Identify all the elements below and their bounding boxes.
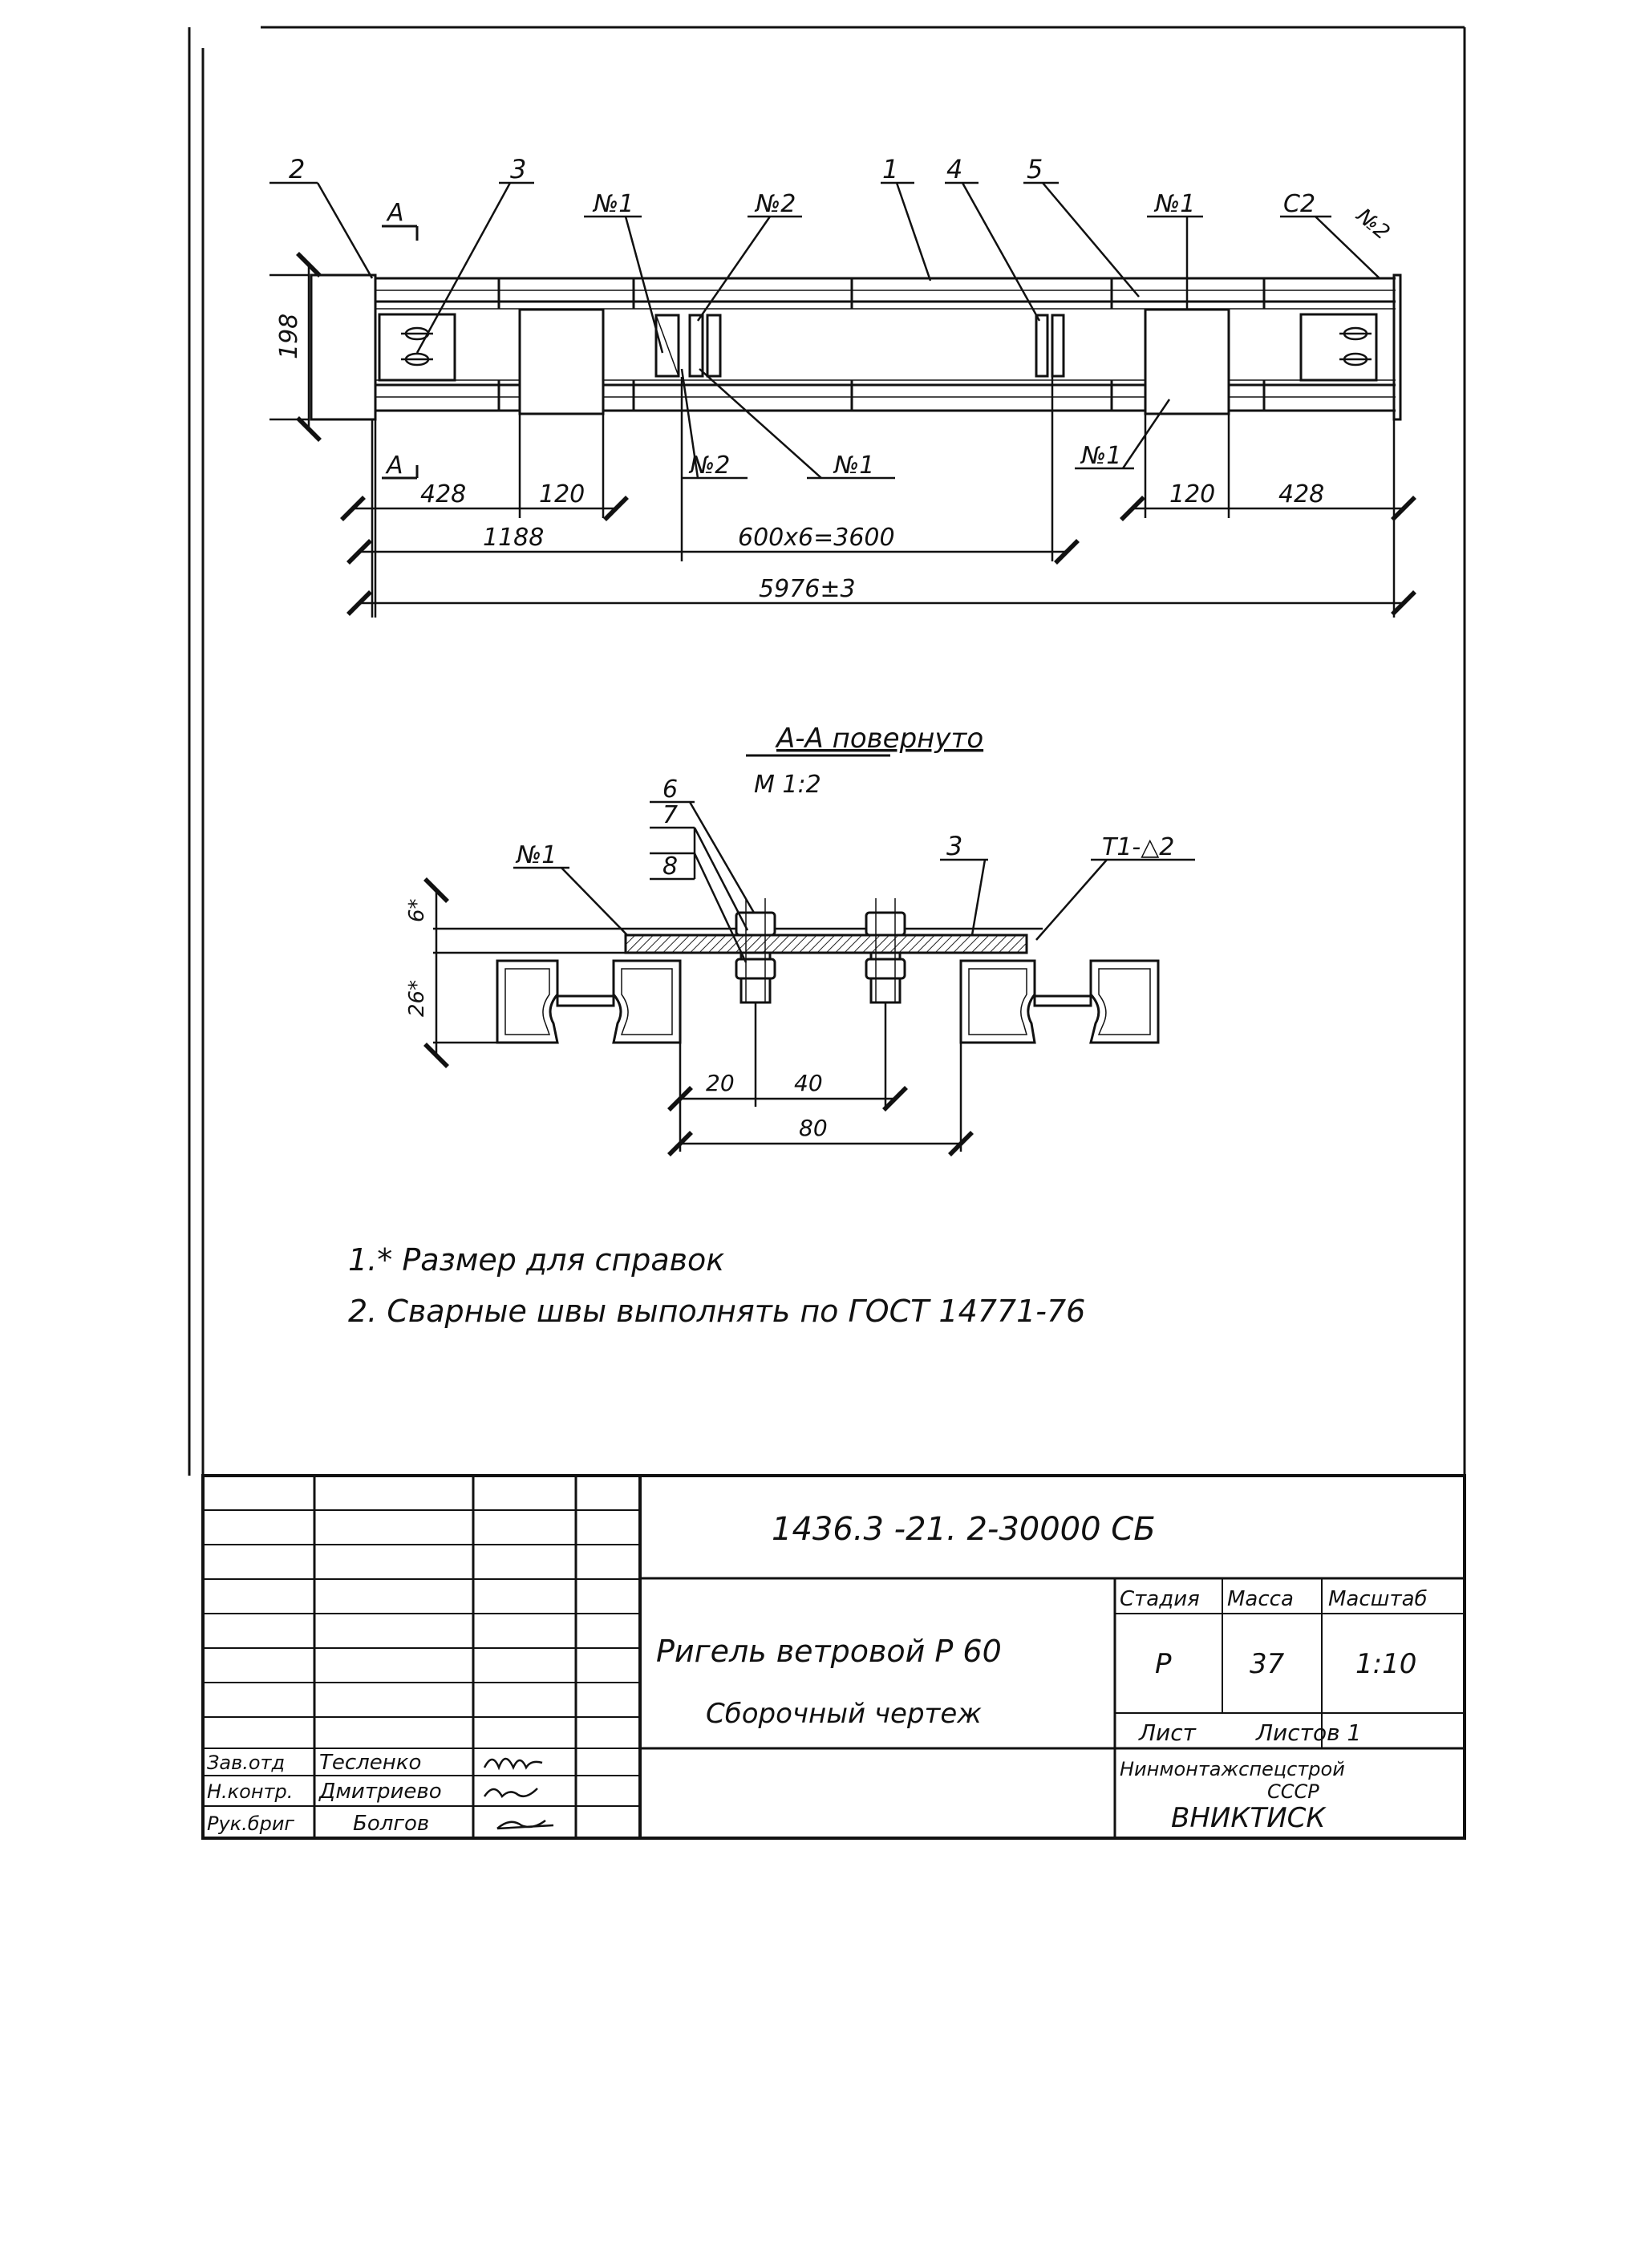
bolt-icons-right	[1339, 326, 1372, 367]
section-leaders	[513, 858, 1195, 941]
signature-rows: Зав.отд Тесленко Н.контр. Дмитриево Рук.…	[207, 1751, 554, 1836]
dim-left-span: 1188	[483, 524, 544, 552]
sig-name-1: Тесленко	[319, 1751, 421, 1775]
callout-weld-n1-c: №1	[833, 452, 874, 480]
profile-left	[496, 959, 682, 1044]
mass-value: 37	[1250, 1648, 1285, 1680]
callout-3: 3	[510, 154, 526, 184]
dim-right-end: 428	[1278, 480, 1324, 508]
section-mark-a	[382, 225, 419, 480]
callout-5: 5	[1027, 154, 1043, 184]
end-plate-right	[1392, 273, 1402, 421]
dim-hole-pitch: 40	[794, 1070, 823, 1096]
gusset-plate-left	[518, 308, 605, 415]
section-vertical-dims	[423, 877, 497, 1068]
callout-1: 1	[882, 154, 898, 184]
diaphragm-right	[1035, 314, 1065, 378]
end-plate-left	[310, 273, 377, 421]
stage-header: Стадия	[1120, 1587, 1200, 1611]
callout-7: 7	[662, 801, 678, 829]
callout-weld-n2-b: №2	[1351, 203, 1394, 245]
scale-value: 1:10	[1355, 1648, 1416, 1680]
plan-view: 198 А А 2 3 №1 №2 1 4	[269, 154, 1416, 618]
note-2: 2. Сварные швы выполнять по ГОСТ 14771-7…	[348, 1294, 1085, 1329]
bolt-plate-left	[378, 313, 456, 382]
dim-plate-thk: 6*	[405, 898, 429, 922]
org-line-2: СССР	[1267, 1780, 1319, 1803]
splice-plate	[624, 934, 1028, 954]
callout-4: 4	[946, 154, 962, 184]
dim-left-end: 428	[420, 480, 466, 508]
bolt-plate-right	[1299, 313, 1378, 382]
note-1: 1.* Размер для справок	[348, 1242, 724, 1278]
section-scale: М 1:2	[754, 771, 821, 799]
dim-profile-h: 26*	[405, 980, 429, 1017]
dim-right-plate: 120	[1169, 480, 1215, 508]
bolt-right	[865, 898, 906, 1004]
drawing-name: Ригель ветровой Р 60	[656, 1634, 1002, 1669]
section-title: А-А повернуто	[775, 723, 983, 755]
sheet-label: Лист	[1138, 1719, 1197, 1746]
gusset-plate-right	[1144, 308, 1230, 415]
sig-name-2: Дмитриево	[318, 1780, 442, 1804]
handwritten-signatures	[483, 1757, 554, 1830]
dim-plate-w: 80	[799, 1115, 828, 1141]
dim-hole-edge: 20	[706, 1070, 735, 1096]
stage-value: Р	[1155, 1648, 1172, 1680]
diaphragm-left	[654, 314, 722, 378]
mass-header: Масса	[1227, 1587, 1294, 1611]
sig-name-3: Болгов	[353, 1812, 429, 1836]
callout-weld-n1-sec: №1	[515, 841, 557, 869]
callout-weld-n2-a: №2	[754, 190, 796, 218]
callout-weld-n1-b: №1	[1153, 190, 1195, 218]
doc-number: 1436.3 -21. 2-30000 СБ	[772, 1511, 1156, 1548]
chord-joints	[497, 278, 1266, 411]
callout-stack	[650, 800, 756, 963]
plan-dimension-lines	[340, 377, 1416, 618]
callout-6: 6	[662, 776, 678, 804]
callout-c2: С2	[1283, 190, 1315, 218]
callout-weld-n1-a: №1	[592, 190, 634, 218]
org-line-3: ВНИКТИСК	[1171, 1802, 1327, 1834]
drawing-type: Сборочный чертеж	[706, 1698, 982, 1730]
sig-role-1: Зав.отд	[207, 1752, 285, 1774]
dim-pitch: 600x6=3600	[738, 524, 895, 552]
sig-role-2: Н.контр.	[207, 1780, 293, 1803]
sheets-label: Листов 1	[1255, 1719, 1361, 1746]
scale-header: Масштаб	[1328, 1587, 1428, 1611]
callout-weld-n1-d: №1	[1080, 442, 1121, 470]
sheet-frame	[188, 26, 1466, 1840]
profile-right	[959, 959, 1160, 1044]
callout-8: 8	[662, 853, 678, 881]
callout-weld-t1: Т1-△2	[1102, 833, 1174, 861]
bolt-icons-left	[401, 326, 433, 367]
height-dim-label: 198	[275, 314, 303, 359]
callout-2: 2	[289, 154, 305, 184]
dim-overall: 5976±3	[759, 575, 856, 603]
title-block	[201, 1474, 1466, 1840]
upper-chord	[375, 277, 1396, 310]
callout-weld-n2-c: №2	[688, 452, 730, 480]
sig-role-3: Рук.бриг	[207, 1812, 294, 1835]
notes: 1.* Размер для справок 2. Сварные швы вы…	[348, 1242, 1085, 1329]
org-line-1: Нинмонтажспецстрой	[1120, 1758, 1345, 1780]
callout-3-sec: 3	[946, 831, 962, 861]
section-view: А-А повернуто М 1:2	[405, 723, 1195, 1156]
section-horizontal-dims	[667, 1002, 974, 1156]
section-mark-bottom: А	[385, 452, 403, 480]
dim-left-plate: 120	[539, 480, 585, 508]
section-mark-top: А	[386, 199, 404, 227]
height-dimension	[269, 252, 322, 442]
